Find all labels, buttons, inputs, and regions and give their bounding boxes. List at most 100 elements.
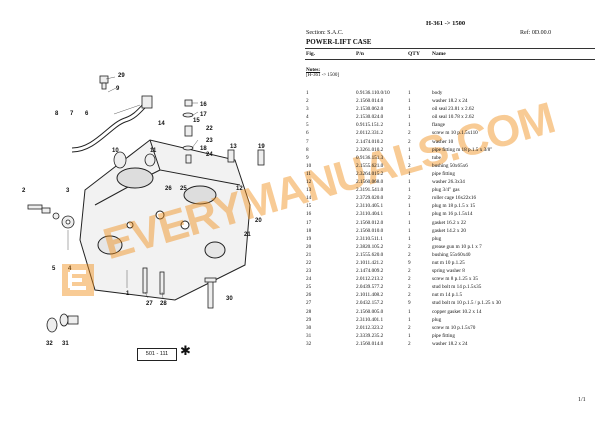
name-cell: pipe fitting [432, 170, 455, 177]
fig-cell: 20 [306, 243, 312, 250]
fig-cell: 4 [306, 114, 309, 121]
callout-24: 24 [206, 152, 213, 158]
qty-cell: 1 [408, 332, 411, 339]
qty-cell: 2 [408, 324, 411, 331]
fig-cell: 13 [306, 187, 312, 194]
fig-cell: 6 [306, 130, 309, 137]
fig-cell: 10 [306, 162, 312, 169]
qty-cell: 1 [408, 106, 411, 113]
fig-cell: 24 [306, 276, 312, 283]
qty-cell: 1 [408, 146, 411, 153]
name-cell: flange [432, 122, 445, 129]
qty-cell: 2 [408, 162, 411, 169]
qty-cell: 1 [408, 227, 411, 234]
name-cell: stud bolt m 14 p.1.5x35 [432, 284, 482, 291]
part-number-cell: 2.0432.157.2 [356, 300, 384, 307]
part-number-cell: 2.1560.010.0 [356, 227, 384, 234]
fig-cell: 16 [306, 211, 312, 218]
leader-lines [67, 76, 199, 299]
name-cell: screw m 8 p.1.25 x 35 [432, 276, 478, 283]
callout-29: 29 [118, 73, 125, 79]
notes-label: Notes: [306, 67, 321, 73]
fig-cell: 15 [306, 203, 312, 210]
name-cell: gasket 16.2 x 22 [432, 219, 467, 226]
name-cell: bushing 55x60x40 [432, 251, 471, 258]
callout-10: 10 [112, 148, 119, 154]
section-label: Section: S.A.C. [306, 30, 344, 36]
col-fig: Fig. [306, 50, 316, 57]
notes-text: [H-361 -> 1500] [306, 73, 340, 78]
part-number-cell: 2.0112.213.2 [356, 276, 384, 283]
qty-cell: 2 [408, 251, 411, 258]
fig-cell: 1 [306, 90, 309, 96]
name-cell: plug [432, 235, 442, 242]
part-number-cell: 2.0112.323.2 [356, 324, 384, 331]
power-lift-body [79, 139, 251, 301]
qty-cell: 1 [408, 114, 411, 121]
name-cell: plug 3/4" gas [432, 187, 460, 194]
part-number-cell: 0.9115.151.2 [356, 122, 384, 129]
part-number-cell: 0.9136.151.3 [356, 154, 384, 161]
name-cell: roller cage 16x22x16 [432, 195, 477, 202]
callout-26: 26 [165, 186, 172, 192]
qty-cell: 2 [408, 340, 411, 347]
fig-cell: 19 [306, 235, 312, 242]
qty-cell: 1 [408, 308, 411, 315]
fig-cell: 28 [306, 308, 312, 315]
callout-11: 11 [150, 148, 157, 154]
callout-14: 14 [158, 121, 165, 127]
fig-cell: 9 [306, 154, 309, 161]
fig-cell: 5 [306, 122, 309, 129]
part-number-cell: 2.1530.062.0 [356, 106, 384, 113]
name-cell: screw m 10 p.1.5x110 [432, 130, 478, 137]
part-number-cell: 2.1474.009.2 [356, 268, 384, 275]
part-number-cell: 2.1560.014.0 [356, 340, 384, 347]
name-cell: plug m 16 p.1.5x14 [432, 211, 473, 218]
name-cell: grease gun m 10 p.1 x 7 [432, 243, 482, 250]
qty-cell: 1 [408, 122, 411, 129]
fig-cell: 21 [306, 251, 312, 258]
name-cell: washer 26.3x34 [432, 179, 465, 186]
qty-cell: 1 [408, 187, 411, 194]
callout-31: 31 [62, 341, 69, 347]
fig-cell: 3 [306, 106, 309, 113]
part-number-cell: 2.3820.105.2 [356, 243, 384, 250]
callout-22: 22 [206, 126, 213, 132]
fig-cell: 27 [306, 300, 312, 307]
callout-15: 15 [193, 118, 200, 124]
callout-8: 8 [55, 111, 59, 117]
fig-cell: 17 [306, 219, 312, 226]
col-qty: QTY [408, 50, 420, 57]
callout-32: 32 [46, 341, 53, 347]
qty-cell: 1 [408, 203, 411, 210]
watermark-logo-icon [62, 264, 94, 296]
col-part-number: P/n [356, 50, 364, 57]
reference-label: Ref: 0D.00.0 [520, 30, 552, 36]
qty-cell: 1 [408, 90, 411, 96]
callout-21: 21 [244, 232, 251, 238]
name-cell: plug [432, 316, 442, 323]
part-number-cell: 2.3264.015.2 [356, 170, 384, 177]
name-cell: copper gasket 10.2 x 14 [432, 308, 482, 315]
name-cell: tube [432, 154, 441, 161]
callout-27: 27 [146, 301, 153, 307]
part-number-cell: 2.1555.620.0 [356, 251, 384, 258]
fig-cell: 25 [306, 284, 312, 291]
qty-cell: 2 [408, 284, 411, 291]
callout-30: 30 [226, 296, 233, 302]
